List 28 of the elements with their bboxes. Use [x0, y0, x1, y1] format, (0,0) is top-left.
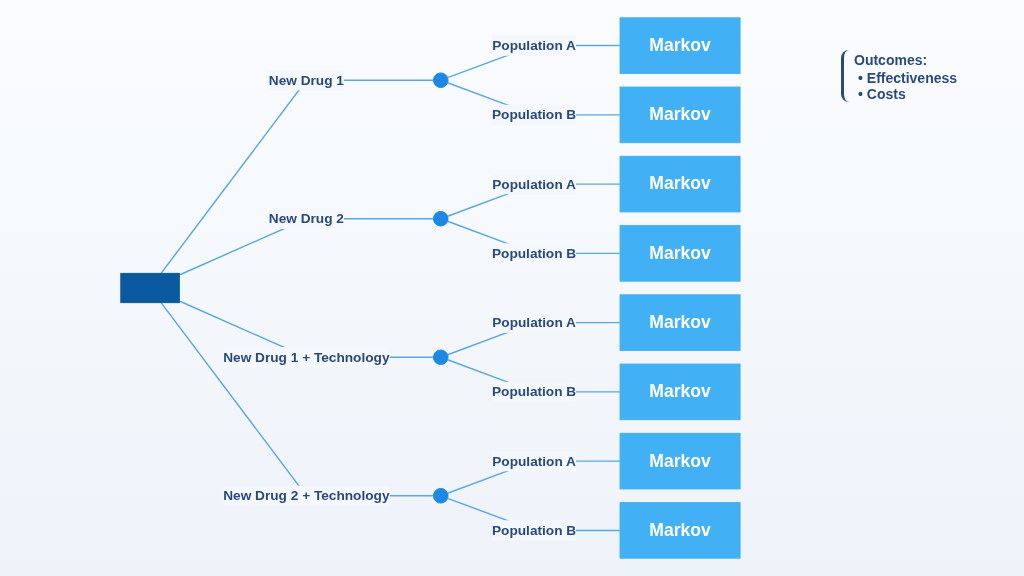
edge-label: Population A: [492, 37, 576, 53]
edge-label: New Drug 1: [268, 71, 344, 88]
node-box: Markov: [619, 86, 741, 144]
outcomes-heading: Outcomes:: [854, 52, 929, 68]
node-circle: [433, 210, 449, 227]
edge-label: Population B: [492, 245, 577, 261]
node-box: Markov: [619, 155, 741, 213]
edge-label: Population A: [492, 314, 576, 330]
node-box: Markov: [619, 502, 741, 559]
node-circle: [433, 72, 449, 89]
edge-label: New Drug 2 + Technology: [223, 487, 390, 504]
node-box: Markov: [619, 432, 741, 490]
node-box: Markov: [619, 17, 741, 74]
edge-label: New Drug 2: [268, 210, 344, 227]
edge-label: Population B: [492, 106, 577, 123]
node-circle: [433, 487, 449, 504]
node-box: Markov: [619, 225, 741, 282]
edge-label: Population B: [492, 522, 577, 538]
outcome-item: • Effectiveness: [858, 70, 959, 86]
edge-label: Population A: [492, 452, 576, 469]
edge-label: New Drug 1 + Technology: [223, 348, 390, 365]
outcome-item: • Costs: [858, 86, 907, 102]
edge-label: Population B: [492, 383, 577, 400]
node-box: Markov: [619, 294, 741, 351]
edge-label: Population A: [492, 175, 576, 192]
node-circle: [433, 349, 449, 366]
node-box: [120, 272, 180, 304]
node-box: Markov: [619, 363, 741, 421]
